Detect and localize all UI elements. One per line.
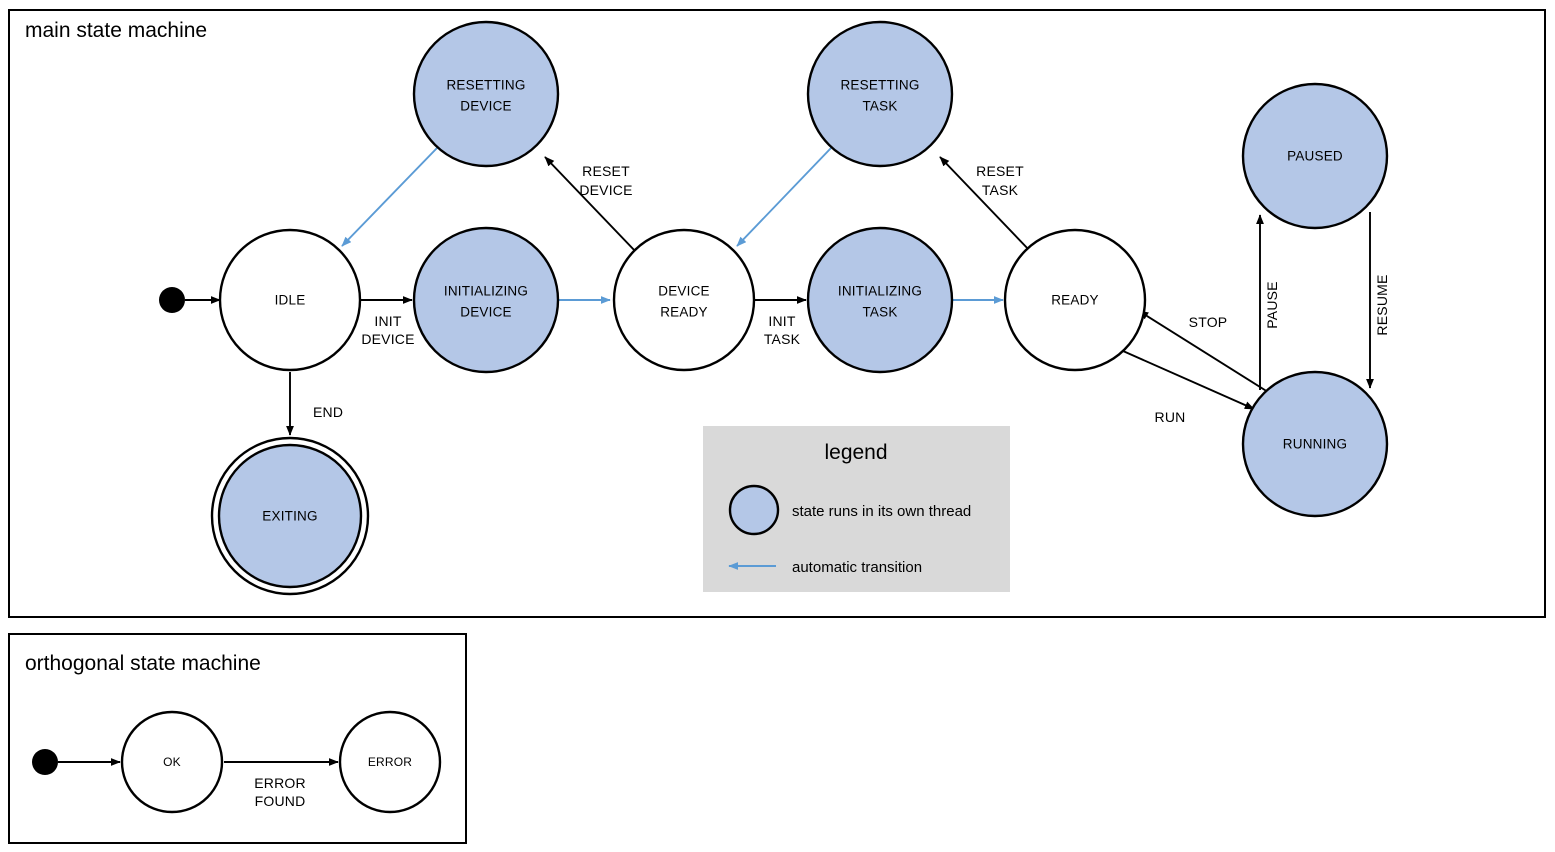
state-device-ready-circle[interactable] bbox=[612, 228, 756, 372]
edge-line bbox=[1138, 310, 1269, 393]
transition-running-ready: STOP bbox=[1138, 310, 1269, 393]
state-initializing-device-label-line1: INITIALIZING bbox=[444, 284, 528, 299]
orthogonal-transition-ok-error: ERROR FOUND bbox=[224, 758, 339, 809]
orthogonal-transition-start-ok bbox=[32, 749, 121, 775]
edge-line bbox=[1122, 350, 1255, 410]
state-resetting-task[interactable]: RESETTING TASK bbox=[806, 20, 954, 168]
transition-paused-running: RESUME bbox=[1366, 212, 1390, 389]
legend-title: legend bbox=[824, 441, 887, 464]
state-initializing-device-circle[interactable] bbox=[412, 226, 560, 374]
edge-label-init-task-line2: TASK bbox=[764, 331, 801, 347]
orthogonal-frame-title: orthogonal state machine bbox=[25, 652, 261, 675]
state-idle[interactable]: IDLE bbox=[218, 228, 362, 372]
transition-device-ready-resetting-device: RESET DEVICE bbox=[544, 156, 637, 253]
transition-idle-exiting: END bbox=[286, 372, 343, 436]
state-ready[interactable]: READY bbox=[1003, 228, 1147, 372]
orthogonal-state-ok-label: OK bbox=[163, 755, 181, 769]
transition-resetting-device-idle bbox=[341, 147, 438, 247]
edge-label-reset-device-line1: RESET bbox=[582, 163, 630, 179]
edge-line bbox=[736, 147, 832, 247]
orthogonal-frame bbox=[8, 633, 467, 844]
state-resetting-task-circle[interactable] bbox=[806, 20, 954, 168]
state-resetting-device[interactable]: RESETTING DEVICE bbox=[412, 20, 560, 168]
orthogonal-state-error-label: ERROR bbox=[368, 755, 412, 769]
initial-state-dot bbox=[159, 287, 185, 313]
state-device-ready[interactable]: DEVICE READY bbox=[612, 228, 756, 372]
state-paused-label: PAUSED bbox=[1287, 149, 1343, 164]
edge-label-run: RUN bbox=[1155, 409, 1186, 425]
edge-line bbox=[939, 156, 1032, 253]
state-ready-circle[interactable] bbox=[1003, 228, 1147, 372]
edge-label-reset-task-line2: TASK bbox=[982, 182, 1019, 198]
state-exiting-label: EXITING bbox=[262, 509, 317, 524]
edge-line bbox=[544, 156, 637, 253]
transition-start-idle bbox=[159, 287, 221, 313]
transition-ready-running: RUN bbox=[1122, 350, 1255, 425]
state-resetting-task-label-line2: TASK bbox=[862, 99, 897, 114]
legend: legend state runs in its own thread auto… bbox=[703, 426, 1010, 592]
state-device-ready-label-line1: DEVICE bbox=[658, 284, 709, 299]
state-exiting-circle[interactable] bbox=[217, 443, 363, 589]
state-device-ready-label-line2: READY bbox=[660, 305, 708, 320]
transition-device-ready-initializing-task: INIT TASK bbox=[754, 296, 807, 347]
orthogonal-state-error[interactable]: ERROR bbox=[338, 710, 442, 814]
edge-label-reset-device-line2: DEVICE bbox=[579, 182, 632, 198]
state-running-circle[interactable] bbox=[1241, 370, 1389, 518]
edge-label-error-found-line1: ERROR bbox=[254, 775, 306, 791]
state-initializing-task-label-line2: TASK bbox=[862, 305, 897, 320]
transition-resetting-task-device-ready bbox=[736, 147, 832, 247]
state-paused[interactable]: PAUSED bbox=[1241, 82, 1389, 230]
orthogonal-state-ok-circle[interactable] bbox=[120, 710, 224, 814]
state-ready-label: READY bbox=[1051, 293, 1099, 308]
transition-running-paused: PAUSE bbox=[1256, 214, 1280, 390]
main-frame-title: main state machine bbox=[25, 19, 207, 42]
state-running[interactable]: RUNNING bbox=[1241, 370, 1389, 518]
state-running-label: RUNNING bbox=[1283, 437, 1347, 452]
legend-item-thread-state-label: state runs in its own thread bbox=[792, 503, 971, 520]
transition-idle-initializing-device: INIT DEVICE bbox=[360, 296, 414, 347]
edge-line bbox=[341, 147, 438, 247]
edge-label-init-device-line2: DEVICE bbox=[361, 331, 414, 347]
orthogonal-state-ok[interactable]: OK bbox=[120, 710, 224, 814]
state-paused-circle[interactable] bbox=[1241, 82, 1389, 230]
state-resetting-task-label-line1: RESETTING bbox=[840, 78, 919, 93]
state-initializing-task[interactable]: INITIALIZING TASK bbox=[806, 226, 954, 374]
state-resetting-device-label-line1: RESETTING bbox=[446, 78, 525, 93]
state-idle-circle[interactable] bbox=[218, 228, 362, 372]
state-resetting-device-circle[interactable] bbox=[412, 20, 560, 168]
transition-ready-resetting-task: RESET TASK bbox=[939, 156, 1032, 253]
edge-label-resume: RESUME bbox=[1374, 274, 1390, 335]
edge-label-init-task-line1: INIT bbox=[768, 313, 795, 329]
edge-label-init-device-line1: INIT bbox=[374, 313, 401, 329]
state-initializing-task-circle[interactable] bbox=[806, 226, 954, 374]
state-initializing-task-label-line1: INITIALIZING bbox=[838, 284, 922, 299]
state-initializing-device[interactable]: INITIALIZING DEVICE bbox=[412, 226, 560, 374]
edge-label-error-found-line2: FOUND bbox=[255, 793, 306, 809]
edge-label-reset-task-line1: RESET bbox=[976, 163, 1024, 179]
orthogonal-state-error-circle[interactable] bbox=[338, 710, 442, 814]
edge-label-stop: STOP bbox=[1189, 314, 1228, 330]
edge-label-pause: PAUSE bbox=[1264, 281, 1280, 328]
orthogonal-initial-state-dot bbox=[32, 749, 58, 775]
state-exiting[interactable]: EXITING bbox=[210, 436, 370, 596]
state-resetting-device-label-line2: DEVICE bbox=[460, 99, 511, 114]
state-initializing-device-label-line2: DEVICE bbox=[460, 305, 511, 320]
main-frame bbox=[8, 9, 1546, 618]
state-idle-label: IDLE bbox=[275, 293, 306, 308]
legend-item-automatic-transition-label: automatic transition bbox=[792, 559, 922, 576]
legend-thread-state-swatch-icon bbox=[728, 484, 780, 536]
edge-label-end: END bbox=[313, 404, 343, 420]
